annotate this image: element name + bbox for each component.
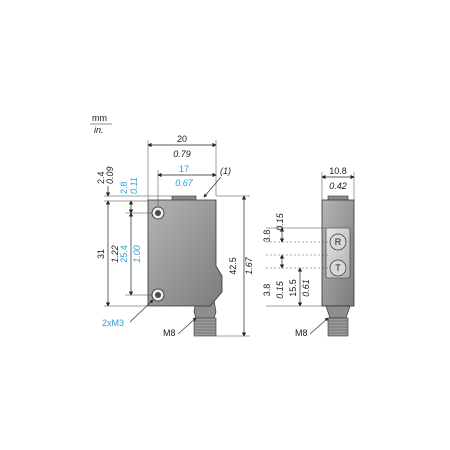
dim-top-offset-mm: 2.4 xyxy=(96,171,106,184)
receiver-label: R xyxy=(335,237,342,247)
dim-total-height-mm: 42.5 xyxy=(228,257,238,275)
lens-bottom-in: 0.15 xyxy=(275,280,285,299)
dim-total-height-in: 1.67 xyxy=(244,256,254,275)
receiver-lens: R xyxy=(329,233,347,251)
connector-thread xyxy=(193,317,217,337)
dim-hole-pitch-in: 1.00 xyxy=(132,245,142,263)
connector-thread-side xyxy=(327,317,349,337)
dim-width-mm: 20 xyxy=(177,134,187,144)
dim-hole-offset-in: 0.11 xyxy=(129,177,139,194)
lens-top-mm: 3.8 xyxy=(262,230,272,243)
lens-spacing-in: 0.61 xyxy=(301,279,311,297)
dim-hole-spacing-mm: 17 xyxy=(179,164,189,174)
holes-label: 2xM3 xyxy=(102,318,124,328)
note-marker: (1) xyxy=(220,166,231,176)
connector-label-front: M8 xyxy=(163,328,176,338)
lens-bottom-mm: 3.8 xyxy=(262,284,272,297)
lens-spacing-mm: 15.5 xyxy=(288,279,298,297)
sensor-body-front xyxy=(147,199,223,307)
dim-height-mm: 31 xyxy=(96,249,106,259)
transmitter-label: T xyxy=(335,263,341,273)
mounting-hole-top xyxy=(151,206,165,220)
mounting-hole-bottom xyxy=(151,288,165,302)
dim-top-offset-in: 0.09 xyxy=(105,166,115,184)
lens-top-in: 0.15 xyxy=(275,212,285,231)
dim-hole-pitch-mm: 25.4 xyxy=(119,245,129,263)
transmitter-lens: T xyxy=(329,259,347,277)
dim-hole-offset-mm: 2.8 xyxy=(119,181,129,194)
side-width-mm: 10.8 xyxy=(329,166,347,176)
dim-hole-spacing-in: 0.67 xyxy=(175,178,194,188)
dim-height-in: 1.22 xyxy=(110,245,120,263)
front-view: 20 0.79 17 0.67 (1) 2.4 0.09 2.8 0.11 31… xyxy=(96,134,254,338)
connector-label-side: M8 xyxy=(295,328,308,338)
dim-width-in: 0.79 xyxy=(173,149,191,159)
side-width-in: 0.42 xyxy=(329,181,347,191)
unit-mm: mm xyxy=(92,113,107,123)
unit-in: in. xyxy=(94,125,104,135)
side-view: R T 10.8 0.42 3.8 0.15 xyxy=(262,166,355,338)
